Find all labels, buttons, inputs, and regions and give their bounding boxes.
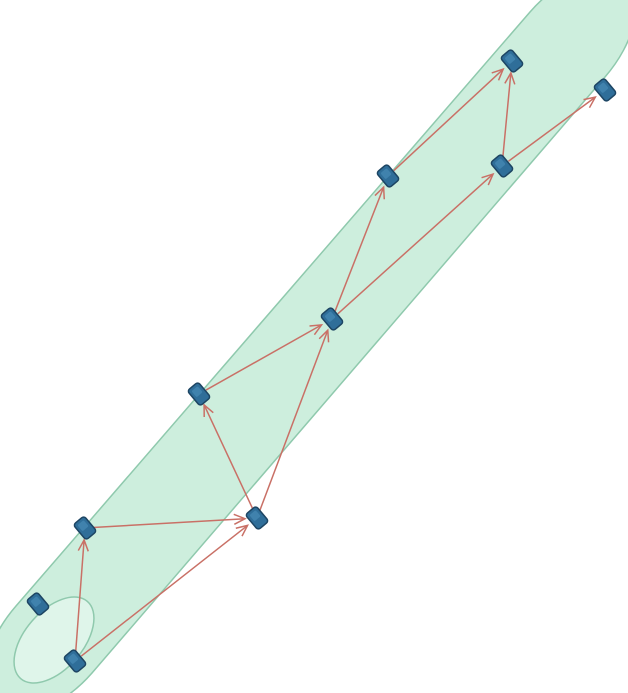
node-n4	[245, 506, 269, 530]
